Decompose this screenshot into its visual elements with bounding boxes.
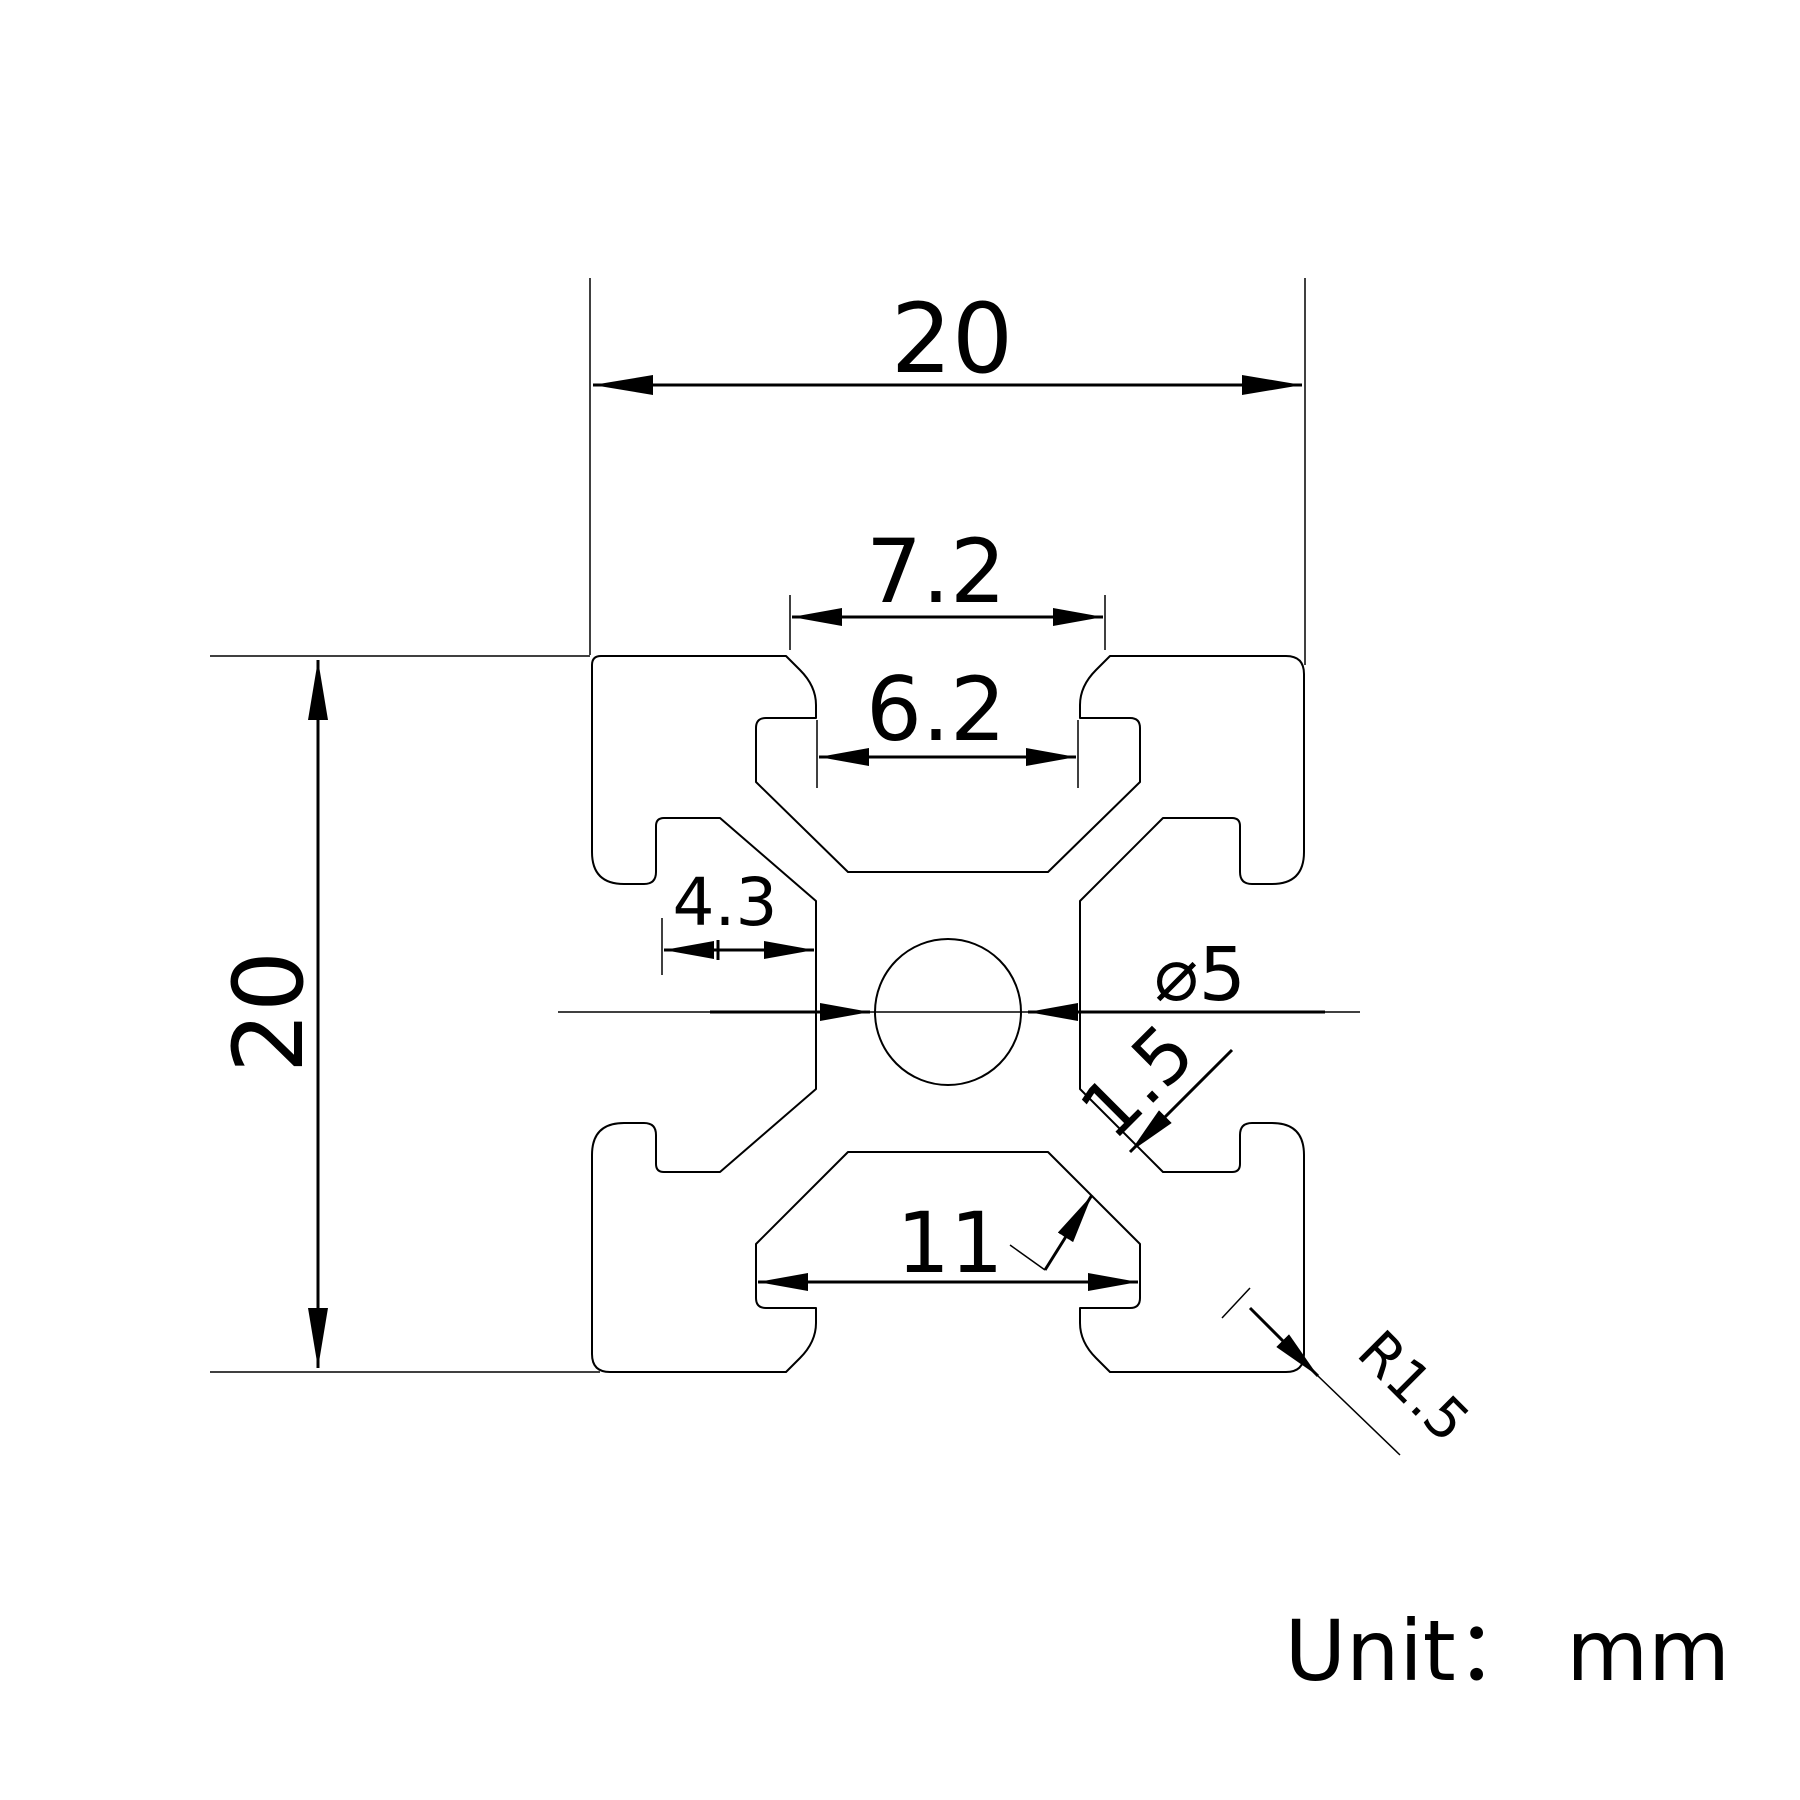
extension-lines [210,278,1360,1373]
dim-bore-label: ⌀5 [1154,932,1246,1018]
dimension-labels: 20 20 7.2 6.2 4.3 ⌀5 1.5 11 R1.5 [213,283,1481,1455]
dim-wall-label: 4.3 [673,864,778,941]
dim-web-label: 1.5 [1063,1007,1211,1155]
center-bore [874,938,1022,1086]
dim-slot-outer-label: 7.2 [866,520,1006,623]
dim-cavity-label: 11 [897,1194,1004,1292]
dim-corner-radius-label: R1.5 [1345,1319,1481,1455]
dimension-lines [308,375,1401,1456]
dim-line-r1-5 [1248,1306,1320,1378]
unit-label: Unit： mm [1285,1602,1730,1700]
dim-line-11-web-ext [1009,1244,1046,1271]
dim-height-label: 20 [213,951,325,1073]
dim-line-1-5 [1128,1048,1234,1154]
dim-slot-inner-label: 6.2 [866,658,1006,761]
dim-line-11-web [1043,1194,1094,1271]
dim-width-label: 20 [891,283,1013,395]
dim-line-r1-5-tick [1221,1287,1251,1319]
dim-line-r1-5-leader [1317,1375,1401,1456]
